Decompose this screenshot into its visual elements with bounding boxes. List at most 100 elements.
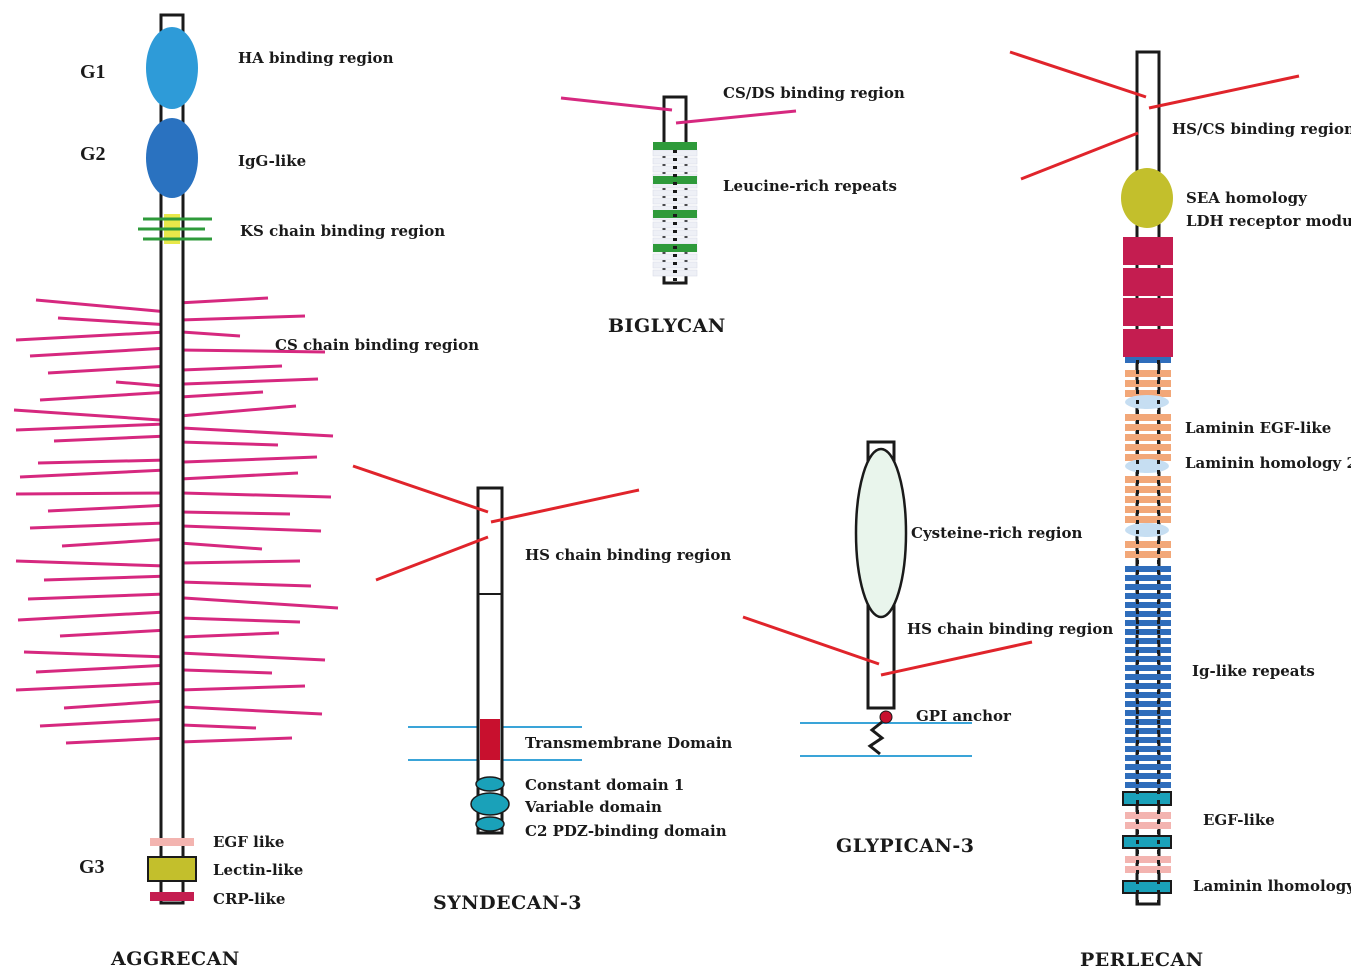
perlecan-egf-block <box>1125 822 1171 829</box>
perlecan-core-dash <box>1157 790 1160 794</box>
aggrecan-lectin-label: Lectin-like <box>213 861 303 879</box>
aggrecan-cs-chain <box>15 491 171 496</box>
perlecan-core-dash <box>1157 890 1160 894</box>
perlecan-core-dash <box>1136 390 1139 394</box>
perlecan-teal-domain <box>1122 835 1172 849</box>
aggrecan-cs-chain <box>183 377 319 386</box>
perlecan-core-dash <box>1136 800 1139 804</box>
glypican-hs-chain <box>880 640 1033 677</box>
perlecan-core-dash <box>1136 840 1139 844</box>
perlecan-core-dash <box>1136 360 1139 364</box>
perlecan-core-dash <box>1157 830 1160 834</box>
perlecan-ig-repeat <box>1125 593 1171 599</box>
aggrecan-crp-label: CRP-like <box>213 890 285 908</box>
aggrecan-egf-domain <box>150 838 194 846</box>
perlecan-ldh-block <box>1123 268 1173 296</box>
aggrecan-group: G1 G2 G3 HA binding region IgG-like KS c… <box>13 13 479 968</box>
perlecan-core-dash <box>1136 660 1139 664</box>
perlecan-core-dash <box>1136 610 1139 614</box>
aggrecan-cs-chain <box>181 559 301 565</box>
perlecan-core-dash <box>1136 640 1139 644</box>
biglycan-core-dash <box>673 246 677 249</box>
perlecan-ig-repeat <box>1125 620 1171 626</box>
biglycan-lrr-label: Leucine-rich repeats <box>723 177 897 195</box>
aggrecan-cs-chain <box>179 651 326 662</box>
perlecan-core-dash <box>1157 480 1160 484</box>
perlecan-egf-block <box>1125 812 1171 819</box>
perlecan-core-dash <box>1136 510 1139 514</box>
perlecan-ig-repeat <box>1125 602 1171 608</box>
perlecan-ig-repeat <box>1125 692 1171 698</box>
syndecan-constant-domain-1 <box>475 776 505 792</box>
aggrecan-igg-label: IgG-like <box>238 152 306 170</box>
perlecan-core-dash <box>1136 700 1139 704</box>
aggrecan-cs-chain <box>47 503 171 513</box>
perlecan-blue-band <box>1125 357 1171 363</box>
perlecan-ig-repeat <box>1125 629 1171 635</box>
perlecan-laminin-egf-block <box>1125 476 1171 483</box>
aggrecan-lectin-domain <box>147 856 197 882</box>
perlecan-core-dash <box>1157 410 1160 414</box>
aggrecan-cs-chain <box>47 364 171 375</box>
glypican-cysteine-rich-region <box>854 447 908 619</box>
perlecan-ig-repeat <box>1125 728 1171 734</box>
aggrecan-cs-chain <box>181 631 280 639</box>
perlecan-core-dash <box>1136 580 1139 584</box>
glypican-lipid-tail <box>867 720 885 756</box>
biglycan-core-dash <box>673 158 677 161</box>
perlecan-core-dash <box>1136 410 1139 414</box>
perlecan-core-dash <box>1157 360 1160 364</box>
perlecan-core-dash <box>1157 630 1160 634</box>
aggrecan-cs-chain <box>37 458 169 465</box>
perlecan-core-dash <box>1157 750 1160 754</box>
perlecan-ig-label: Ig-like repeats <box>1192 662 1315 680</box>
perlecan-laminin-egf-block <box>1125 424 1171 431</box>
perlecan-laminin-egf-block <box>1125 496 1171 503</box>
aggrecan-cs-chain <box>181 723 257 730</box>
perlecan-core-dash <box>1157 580 1160 584</box>
aggrecan-cs-chain <box>181 330 241 338</box>
biglycan-core-dash <box>673 270 677 273</box>
perlecan-ig-repeat <box>1125 638 1171 644</box>
perlecan-title: PERLECAN <box>1080 949 1204 968</box>
perlecan-core-dash <box>1136 500 1139 504</box>
aggrecan-cs-chain <box>53 434 169 443</box>
aggrecan-g1-domain <box>146 27 198 109</box>
aggrecan-cs-chain <box>19 468 167 479</box>
perlecan-ig-repeat <box>1125 701 1171 707</box>
aggrecan-cs-chain <box>179 684 306 692</box>
biglycan-core-dash <box>673 174 677 177</box>
perlecan-core-dash <box>1157 520 1160 524</box>
perlecan-laminin-egf-block <box>1125 454 1171 461</box>
aggrecan-cs-chain <box>183 455 318 464</box>
perlecan-ig-repeat <box>1125 737 1171 743</box>
aggrecan-cs-chain <box>15 681 169 692</box>
perlecan-ig-repeat <box>1125 656 1171 662</box>
aggrecan-cs-chain <box>35 663 171 674</box>
syndecan-c2-label: C2 PDZ-binding domain <box>525 822 727 840</box>
perlecan-laminin-egf-block <box>1125 414 1171 421</box>
aggrecan-cs-chain <box>59 628 169 638</box>
biglycan-csds-chain <box>560 96 673 112</box>
perlecan-core-dash <box>1136 370 1139 374</box>
syndecan-c2-domain <box>475 816 505 832</box>
perlecan-ldh-block <box>1123 237 1173 265</box>
aggrecan-cs-chain <box>65 736 169 745</box>
perlecan-ldh-block <box>1123 298 1173 326</box>
biglycan-core-dash <box>673 190 677 193</box>
perlecan-egf-block <box>1125 856 1171 863</box>
syndecan-hs-chain <box>352 464 489 514</box>
aggrecan-g2-label: G2 <box>80 143 106 165</box>
perlecan-ig-repeat <box>1125 764 1171 770</box>
perlecan-hscs-label: HS/CS binding region <box>1172 120 1351 138</box>
perlecan-core-dash <box>1157 370 1160 374</box>
perlecan-core-dash <box>1157 720 1160 724</box>
perlecan-teal-domain <box>1122 880 1172 894</box>
perlecan-ig-repeat <box>1125 719 1171 725</box>
biglycan-title: BIGLYCAN <box>608 315 726 337</box>
perlecan-core-dash <box>1157 900 1160 904</box>
perlecan-ig-repeat <box>1125 746 1171 752</box>
glypican-gpi-anchor <box>879 710 893 724</box>
biglycan-core-dash <box>673 214 677 217</box>
syndecan-group: HS chain binding region Transmembrane Do… <box>352 464 732 914</box>
